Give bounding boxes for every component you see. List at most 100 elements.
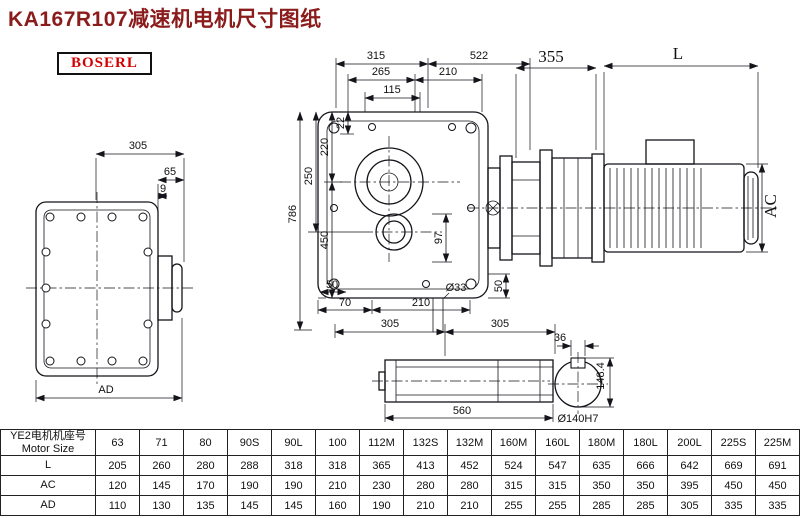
dim-front-22: 22 bbox=[335, 117, 347, 129]
table-cell: 305 bbox=[667, 495, 712, 517]
dim-front-250: 250 bbox=[303, 167, 315, 185]
dim-front-522: 522 bbox=[470, 50, 488, 62]
table-cell: 335 bbox=[755, 495, 800, 517]
table-cell: 210 bbox=[447, 495, 492, 517]
dim-bore-36: 36 bbox=[554, 332, 566, 344]
table-cell: 413 bbox=[403, 455, 448, 477]
table-cell: 547 bbox=[535, 455, 580, 477]
size-col-header: 63 bbox=[95, 428, 140, 457]
dim-shaft-305a: 305 bbox=[381, 318, 399, 330]
bore-section-view: 36 148.4 Ø140H7 bbox=[548, 332, 614, 425]
table-cell: 318 bbox=[315, 455, 360, 477]
dim-front-315: 315 bbox=[367, 50, 385, 62]
dim-front-70: 70 bbox=[339, 297, 351, 309]
table-cell: 315 bbox=[491, 475, 536, 497]
table-cell: 145 bbox=[227, 495, 272, 517]
dim-side-width: 305 bbox=[129, 140, 147, 152]
dim-motor-AC: AC bbox=[761, 194, 780, 218]
table-cell: 280 bbox=[403, 475, 448, 497]
table-header-row: YE2电机机座号 Motor Size 63 71 80 90S 90L 100… bbox=[0, 428, 800, 457]
size-col-header: 200L bbox=[667, 428, 712, 457]
size-col-header: 90S bbox=[227, 428, 272, 457]
fan-cover bbox=[743, 171, 759, 245]
table-cell: 280 bbox=[447, 475, 492, 497]
table-cell: 110 bbox=[95, 495, 140, 517]
size-col-header: 80 bbox=[183, 428, 228, 457]
table-cell: 315 bbox=[535, 475, 580, 497]
dim-side-step: 9 bbox=[160, 183, 166, 195]
dim-front-220: 220 bbox=[319, 138, 331, 156]
table-cell: 120 bbox=[95, 475, 140, 497]
table-cell: 335 bbox=[711, 495, 756, 517]
table-cell: 365 bbox=[359, 455, 404, 477]
table-cell: 288 bbox=[227, 455, 272, 477]
dim-side-flange: 65 bbox=[164, 166, 176, 178]
table-cell: 145 bbox=[271, 495, 316, 517]
side-view: 305 65 9 AD bbox=[26, 140, 196, 402]
size-col-header: 180L bbox=[623, 428, 668, 457]
table-cell: 285 bbox=[579, 495, 624, 517]
dim-motor-L: L bbox=[673, 44, 683, 63]
dim-front-210-bottom: 210 bbox=[412, 297, 430, 309]
dim-front-bore-33: Ø33 bbox=[446, 282, 467, 294]
table-cell: 210 bbox=[403, 495, 448, 517]
table-cell: 635 bbox=[579, 455, 624, 477]
terminal-box bbox=[645, 139, 695, 165]
header-label-en: Motor Size bbox=[21, 442, 75, 455]
size-col-header: 225S bbox=[711, 428, 756, 457]
table-cell: 160 bbox=[315, 495, 360, 517]
size-col-header: 132M bbox=[447, 428, 492, 457]
dim-front-265: 265 bbox=[372, 66, 390, 78]
size-col-header: 112M bbox=[359, 428, 404, 457]
table-cell: 135 bbox=[183, 495, 228, 517]
dim-front-50-left: 50 bbox=[326, 279, 338, 291]
size-col-header: 225M bbox=[755, 428, 800, 457]
table-cell: 190 bbox=[271, 475, 316, 497]
size-col-header: 160M bbox=[491, 428, 536, 457]
dim-front-450: 450 bbox=[319, 231, 331, 249]
table-cell: 260 bbox=[139, 455, 184, 477]
table-cell: 170 bbox=[183, 475, 228, 497]
table-row-L: L 205 260 280 288 318 318 365 413 452 52… bbox=[0, 455, 800, 477]
size-col-header: 90L bbox=[271, 428, 316, 457]
size-col-header: 71 bbox=[139, 428, 184, 457]
hollow-shaft bbox=[384, 359, 554, 403]
dim-front-97: 97 bbox=[433, 232, 445, 244]
table-cell: 205 bbox=[95, 455, 140, 477]
dim-front-115: 115 bbox=[383, 84, 401, 96]
row-label: AC bbox=[0, 475, 96, 497]
table-cell: 350 bbox=[579, 475, 624, 497]
dim-front-786: 786 bbox=[287, 205, 299, 223]
table-cell: 255 bbox=[491, 495, 536, 517]
table-cell: 350 bbox=[623, 475, 668, 497]
table-cell: 230 bbox=[359, 475, 404, 497]
dim-bore-148: 148.4 bbox=[595, 362, 607, 390]
table-cell: 452 bbox=[447, 455, 492, 477]
table-cell: 285 bbox=[623, 495, 668, 517]
dim-motor-355: 355 bbox=[538, 47, 564, 66]
brand-logo: BOSERL bbox=[57, 52, 152, 75]
table-cell: 190 bbox=[359, 495, 404, 517]
dim-shaft-305b: 305 bbox=[491, 318, 509, 330]
table-cell: 691 bbox=[755, 455, 800, 477]
table-row-AC: AC 120 145 170 190 190 210 230 280 280 3… bbox=[0, 475, 800, 497]
table-cell: 190 bbox=[227, 475, 272, 497]
row-label: L bbox=[0, 455, 96, 477]
table-cell: 450 bbox=[755, 475, 800, 497]
table-row-AD: AD 110 130 135 145 145 160 190 210 210 2… bbox=[0, 495, 800, 517]
dim-front-210-top: 210 bbox=[439, 66, 457, 78]
size-col-header: 180M bbox=[579, 428, 624, 457]
table-cell: 450 bbox=[711, 475, 756, 497]
table-cell: 666 bbox=[623, 455, 668, 477]
table-cell: 669 bbox=[711, 455, 756, 477]
motor-size-table: YE2电机机座号 Motor Size 63 71 80 90S 90L 100… bbox=[0, 428, 800, 517]
table-cell: 524 bbox=[491, 455, 536, 477]
dimension-drawing: 305 65 9 AD 315 bbox=[26, 44, 780, 425]
table-cell: 145 bbox=[139, 475, 184, 497]
table-cell: 395 bbox=[667, 475, 712, 497]
dim-front-50-right: 50 bbox=[493, 280, 505, 292]
header-label-cn: YE2电机机座号 bbox=[10, 430, 86, 442]
front-view: 315 522 265 210 115 22 220 250 450 786 bbox=[287, 50, 531, 332]
size-col-header: 100 bbox=[315, 428, 360, 457]
dim-bore-diameter: Ø140H7 bbox=[558, 413, 599, 425]
